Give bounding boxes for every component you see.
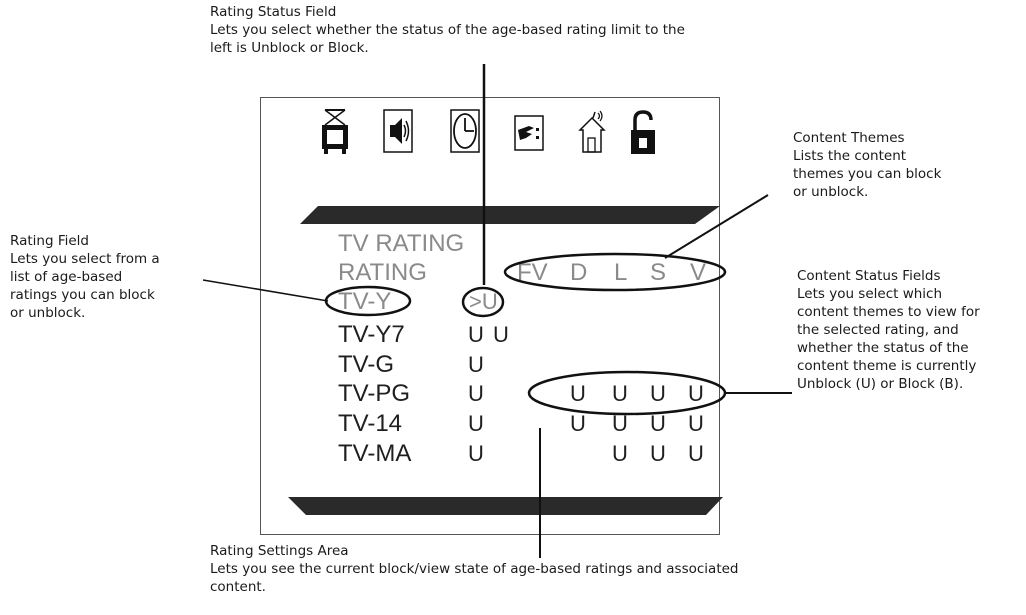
theme-fv-label: FV xyxy=(517,259,548,286)
content-themes-callout-description: Lists the content themes you can block o… xyxy=(793,148,942,200)
tv-icon[interactable] xyxy=(320,108,350,156)
tv-screen-frame xyxy=(260,97,720,535)
rating-status-callout-title: Rating Status Field xyxy=(210,4,337,20)
content-status-tv-pg-v[interactable]: U xyxy=(688,381,704,406)
rating-settings-callout-description: Lets you see the current block/view stat… xyxy=(210,561,739,595)
rating-settings-callout-title: Rating Settings Area xyxy=(210,543,349,559)
rating-status-callout-description: Lets you select whether the status of th… xyxy=(210,22,685,56)
rating-settings-callout: Rating Settings Area Lets you see the cu… xyxy=(210,542,830,596)
rating-status-tv-pg[interactable]: U xyxy=(468,381,484,406)
theme-d-label: D xyxy=(570,259,588,286)
content-status-tv-ma-s[interactable]: U xyxy=(650,441,666,466)
rating-status-callout: Rating Status Field Lets you select whet… xyxy=(210,3,830,57)
rating-row-tv-pg[interactable]: TV-PG xyxy=(338,380,411,407)
content-status-callout-description: Lets you select which content themes to … xyxy=(797,286,980,392)
theme-s-label: S xyxy=(650,259,667,286)
house-antenna-icon[interactable] xyxy=(577,108,607,156)
rating-status-tv-14[interactable]: U xyxy=(468,411,484,436)
content-status-callout: Content Status Fields Lets you select wh… xyxy=(797,267,1022,393)
pointing-hand-icon[interactable] xyxy=(514,108,544,156)
speaker-icon[interactable] xyxy=(383,108,413,156)
menu-divider-top xyxy=(300,206,720,224)
content-status-tv-y7-fv[interactable]: U xyxy=(493,322,509,347)
content-status-tv-14-d[interactable]: U xyxy=(570,411,586,436)
rating-status-tv-y7[interactable]: U xyxy=(468,322,484,347)
screen-title: TV RATING xyxy=(338,230,465,257)
rating-row-tv-y[interactable]: TV-Y xyxy=(338,288,392,315)
menu-divider-bottom xyxy=(288,497,723,515)
content-status-tv-pg-l[interactable]: U xyxy=(612,381,628,406)
rating-column-header: RATING xyxy=(338,259,427,286)
theme-l-label: L xyxy=(614,259,628,286)
rating-status-tv-g[interactable]: U xyxy=(468,352,484,377)
rating-row-tv-y7[interactable]: TV-Y7 xyxy=(338,321,405,348)
content-status-tv-14-v[interactable]: U xyxy=(688,411,704,436)
content-themes-callout: Content Themes Lists the content themes … xyxy=(793,129,943,201)
content-status-tv-14-l[interactable]: U xyxy=(612,411,628,436)
rating-status-tv-ma[interactable]: U xyxy=(468,441,484,466)
rating-row-tv-ma[interactable]: TV-MA xyxy=(338,440,412,467)
clock-icon[interactable] xyxy=(450,108,480,156)
rating-field-callout-title: Rating Field xyxy=(10,233,89,249)
content-themes-callout-title: Content Themes xyxy=(793,130,905,146)
content-status-tv-pg-s[interactable]: U xyxy=(650,381,666,406)
content-status-tv-ma-l[interactable]: U xyxy=(612,441,628,466)
content-status-callout-title: Content Status Fields xyxy=(797,268,941,284)
content-status-tv-ma-v[interactable]: U xyxy=(688,441,704,466)
rating-field-callout-description: Lets you select from a list of age-based… xyxy=(10,251,160,321)
rating-status-tv-y[interactable]: >U xyxy=(469,289,498,314)
content-status-tv-14-s[interactable]: U xyxy=(650,411,666,436)
rating-row-tv-14[interactable]: TV-14 xyxy=(338,410,403,437)
theme-v-label: V xyxy=(690,259,707,286)
content-status-tv-pg-d[interactable]: U xyxy=(570,381,586,406)
rating-row-tv-g[interactable]: TV-G xyxy=(338,351,395,378)
rating-field-callout: Rating Field Lets you select from a list… xyxy=(10,232,200,322)
padlock-icon[interactable] xyxy=(628,108,658,156)
